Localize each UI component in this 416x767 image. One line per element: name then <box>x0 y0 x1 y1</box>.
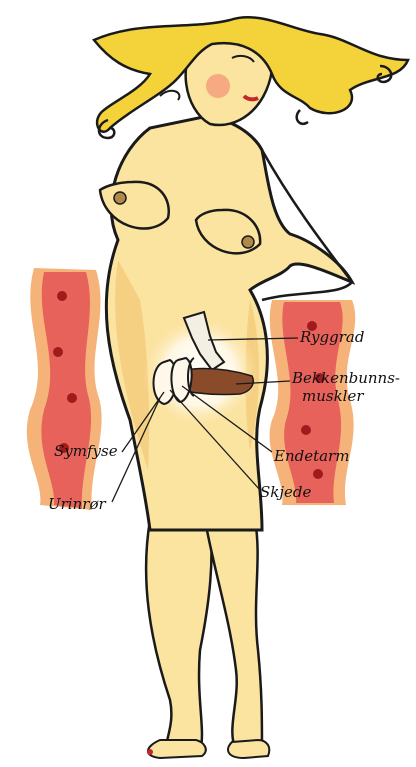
label-urethra: Urinrør <box>48 495 106 513</box>
label-pelvic-floor-line1: Bekkenbunns- <box>291 369 400 387</box>
label-vagina: Skjede <box>260 483 311 501</box>
label-pelvic-floor-line2: muskler <box>302 387 364 405</box>
label-spine: Ryggrad <box>299 328 364 346</box>
muscle-strip-left <box>27 268 102 510</box>
label-symphysis: Symfyse <box>54 442 118 460</box>
label-rectum: Endetarm <box>273 447 349 465</box>
